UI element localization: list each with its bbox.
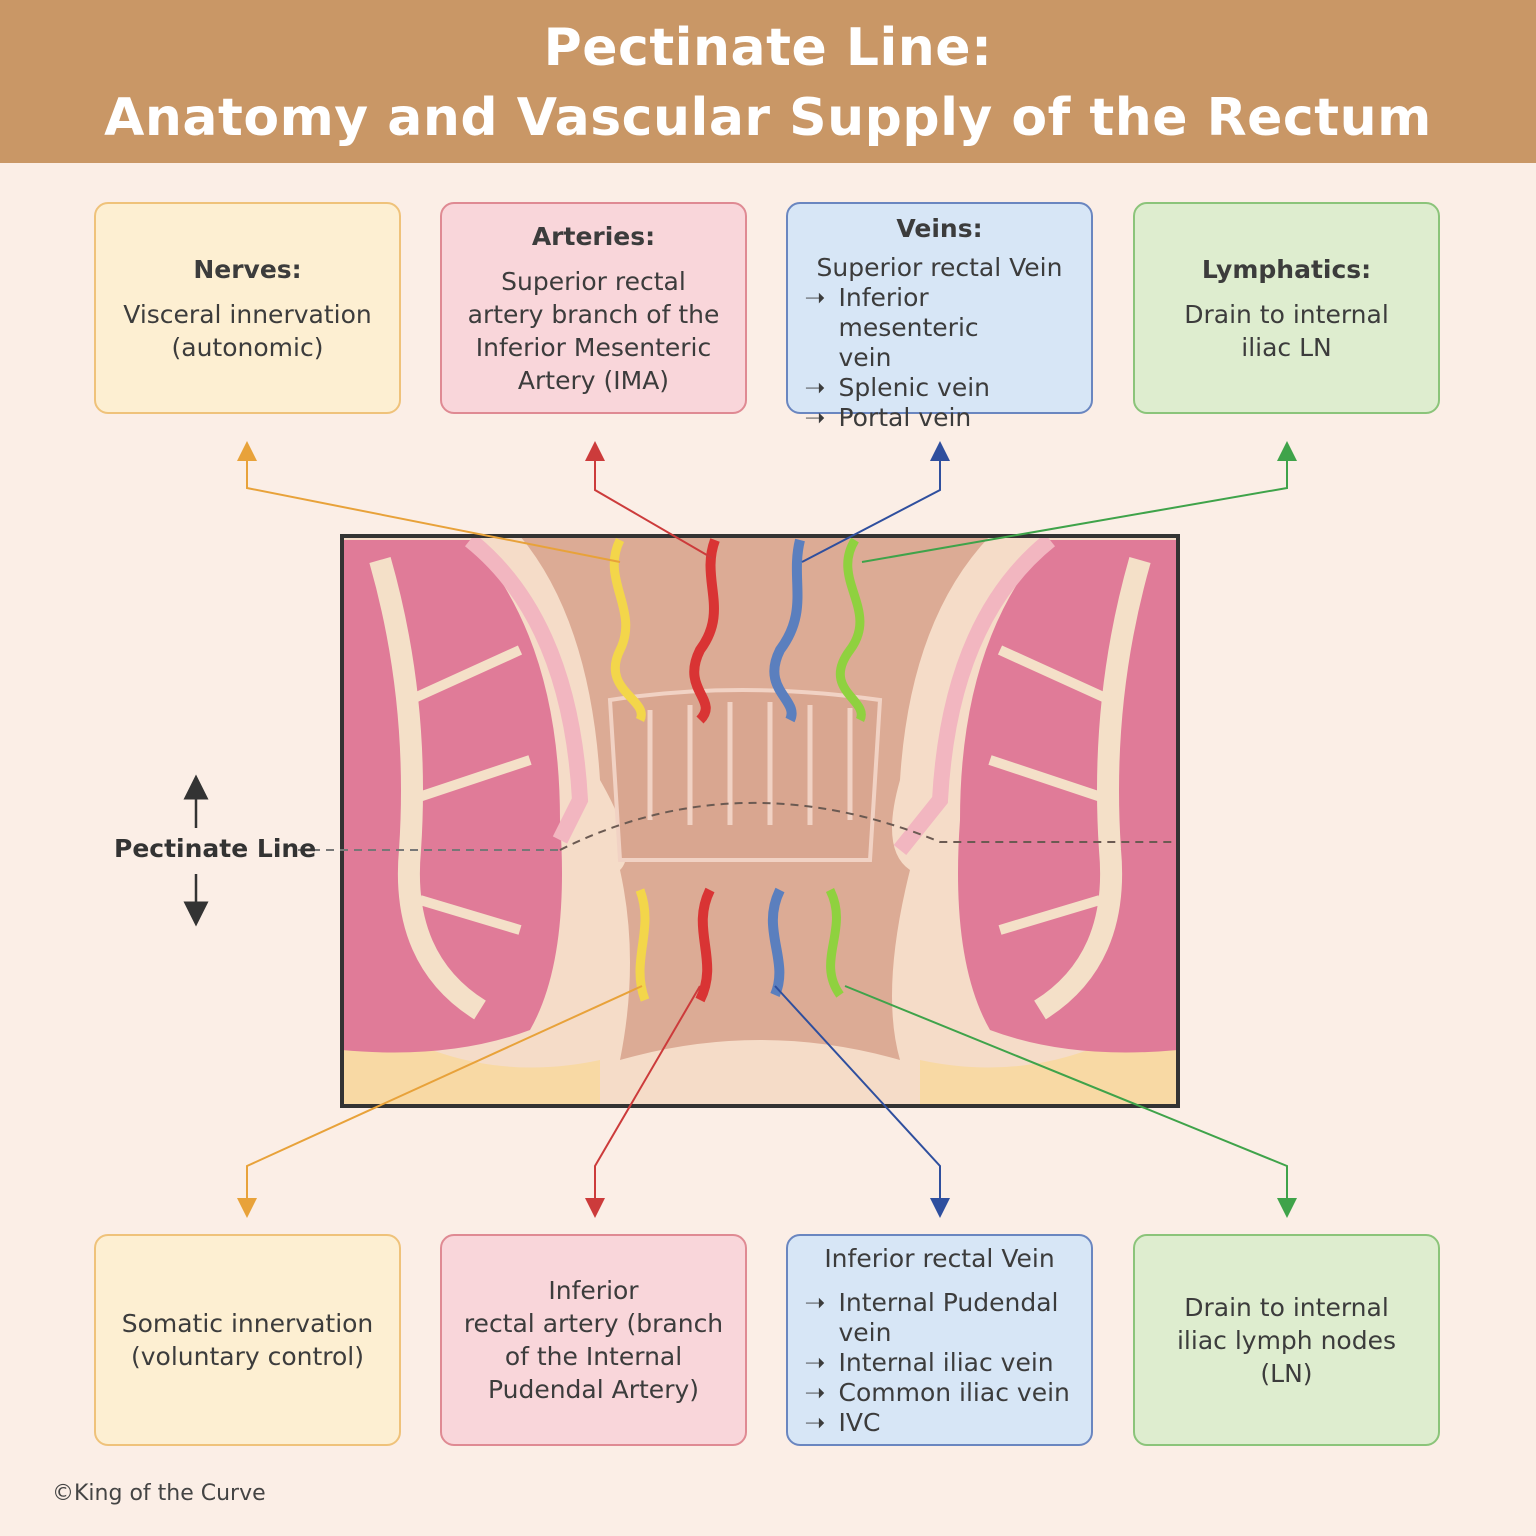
illustration-frame xyxy=(340,534,1180,1108)
vein-drainage-list: Inferior rectal Vein ➝Internal Pudendal … xyxy=(805,1244,1075,1438)
arrow-right-icon: ➝ xyxy=(804,1348,826,1377)
arrow-right-icon: ➝ xyxy=(804,1408,826,1437)
arrow-right-icon: ➝ xyxy=(804,1288,826,1317)
box-nerves-somatic: Somatic innervation (voluntary control) xyxy=(94,1234,401,1446)
box-text: of the Internal xyxy=(504,1342,683,1371)
title-line-1: Pectinate Line: xyxy=(543,18,993,78)
nerve-connector-bottom xyxy=(237,985,643,1218)
box-nerves-visceral: Nerves: Visceral innervation (autonomic) xyxy=(94,202,401,414)
arrow-right-icon: ➝ xyxy=(804,403,826,432)
box-text: iliac lymph nodes (LN) xyxy=(1176,1325,1397,1388)
vein-connector-bottom xyxy=(774,985,950,1218)
box-title: Veins: xyxy=(896,214,983,243)
anatomy-illustration xyxy=(342,536,1178,1106)
nerve-connector-top xyxy=(237,441,621,563)
arrow-right-icon: ➝ xyxy=(804,283,826,312)
list-item: vein xyxy=(838,1318,892,1347)
box-arteries-superior: Arteries: Superior rectal artery branch … xyxy=(440,202,747,414)
box-title: Arteries: xyxy=(531,221,656,251)
list-item: ➝IVC xyxy=(804,1408,881,1437)
box-title: Nerves: xyxy=(193,254,302,284)
list-item: ➝Splenic vein xyxy=(804,373,991,402)
box-veins-superior: Veins: Superior rectal Vein ➝Inferior me… xyxy=(786,202,1093,432)
title-line-2: Anatomy and Vascular Supply of the Rectu… xyxy=(104,88,1432,148)
box-text: iliac LN xyxy=(1241,332,1332,362)
vein-drainage-list: Superior rectal Vein ➝Inferior mesenteri… xyxy=(805,253,1075,433)
box-text: Drain to internal xyxy=(1184,299,1389,329)
box-text: (autonomic) xyxy=(171,332,324,362)
box-title: Lymphatics: xyxy=(1201,254,1372,284)
list-item: ➝Common iliac vein xyxy=(804,1378,1070,1407)
box-text: Inferior Mesenteric xyxy=(475,332,712,362)
list-item: ➝Internal Pudendal xyxy=(804,1288,1059,1317)
box-text: Pudendal Artery) xyxy=(487,1375,700,1404)
box-text: artery branch of the xyxy=(467,299,720,329)
box-text: Superior rectal xyxy=(501,266,686,296)
list-item: vein xyxy=(838,343,892,372)
list-item: ➝Portal vein xyxy=(804,403,972,432)
box-text: Visceral innervation xyxy=(123,299,372,329)
vein-connector-top xyxy=(801,441,950,563)
vein-head: Superior rectal Vein xyxy=(816,253,1063,282)
artery-connector-top xyxy=(585,441,713,559)
box-text: Drain to internal xyxy=(1184,1292,1389,1322)
list-item: ➝Inferior mesenteric xyxy=(804,283,979,342)
box-text: Artery (IMA) xyxy=(517,365,670,395)
arrow-right-icon: ➝ xyxy=(804,1378,826,1407)
box-veins-inferior: Inferior rectal Vein ➝Internal Pudendal … xyxy=(786,1234,1093,1446)
box-text: Inferior xyxy=(548,1276,639,1305)
arrow-right-icon: ➝ xyxy=(804,373,826,402)
box-lymphatics-top: Lymphatics: Drain to internal iliac LN xyxy=(1133,202,1440,414)
title-banner: Pectinate Line: Anatomy and Vascular Sup… xyxy=(0,0,1536,163)
box-text: (voluntary control) xyxy=(130,1342,365,1371)
artery-connector-bottom xyxy=(585,985,701,1218)
box-arteries-inferior: Inferior rectal artery (branch of the In… xyxy=(440,1234,747,1446)
box-text: rectal artery (branch xyxy=(463,1309,724,1338)
credit-text: ©King of the Curve xyxy=(52,1481,266,1506)
lymph-connector-top xyxy=(861,441,1297,563)
list-item: ➝Internal iliac vein xyxy=(804,1348,1054,1377)
box-lymphatics-bottom: Drain to internal iliac lymph nodes (LN) xyxy=(1133,1234,1440,1446)
box-text: Somatic innervation xyxy=(121,1309,374,1338)
pectinate-line-label: Pectinate Line xyxy=(114,834,317,863)
vein-head: Inferior rectal Vein xyxy=(824,1244,1055,1273)
lymph-connector-bottom xyxy=(844,985,1297,1218)
